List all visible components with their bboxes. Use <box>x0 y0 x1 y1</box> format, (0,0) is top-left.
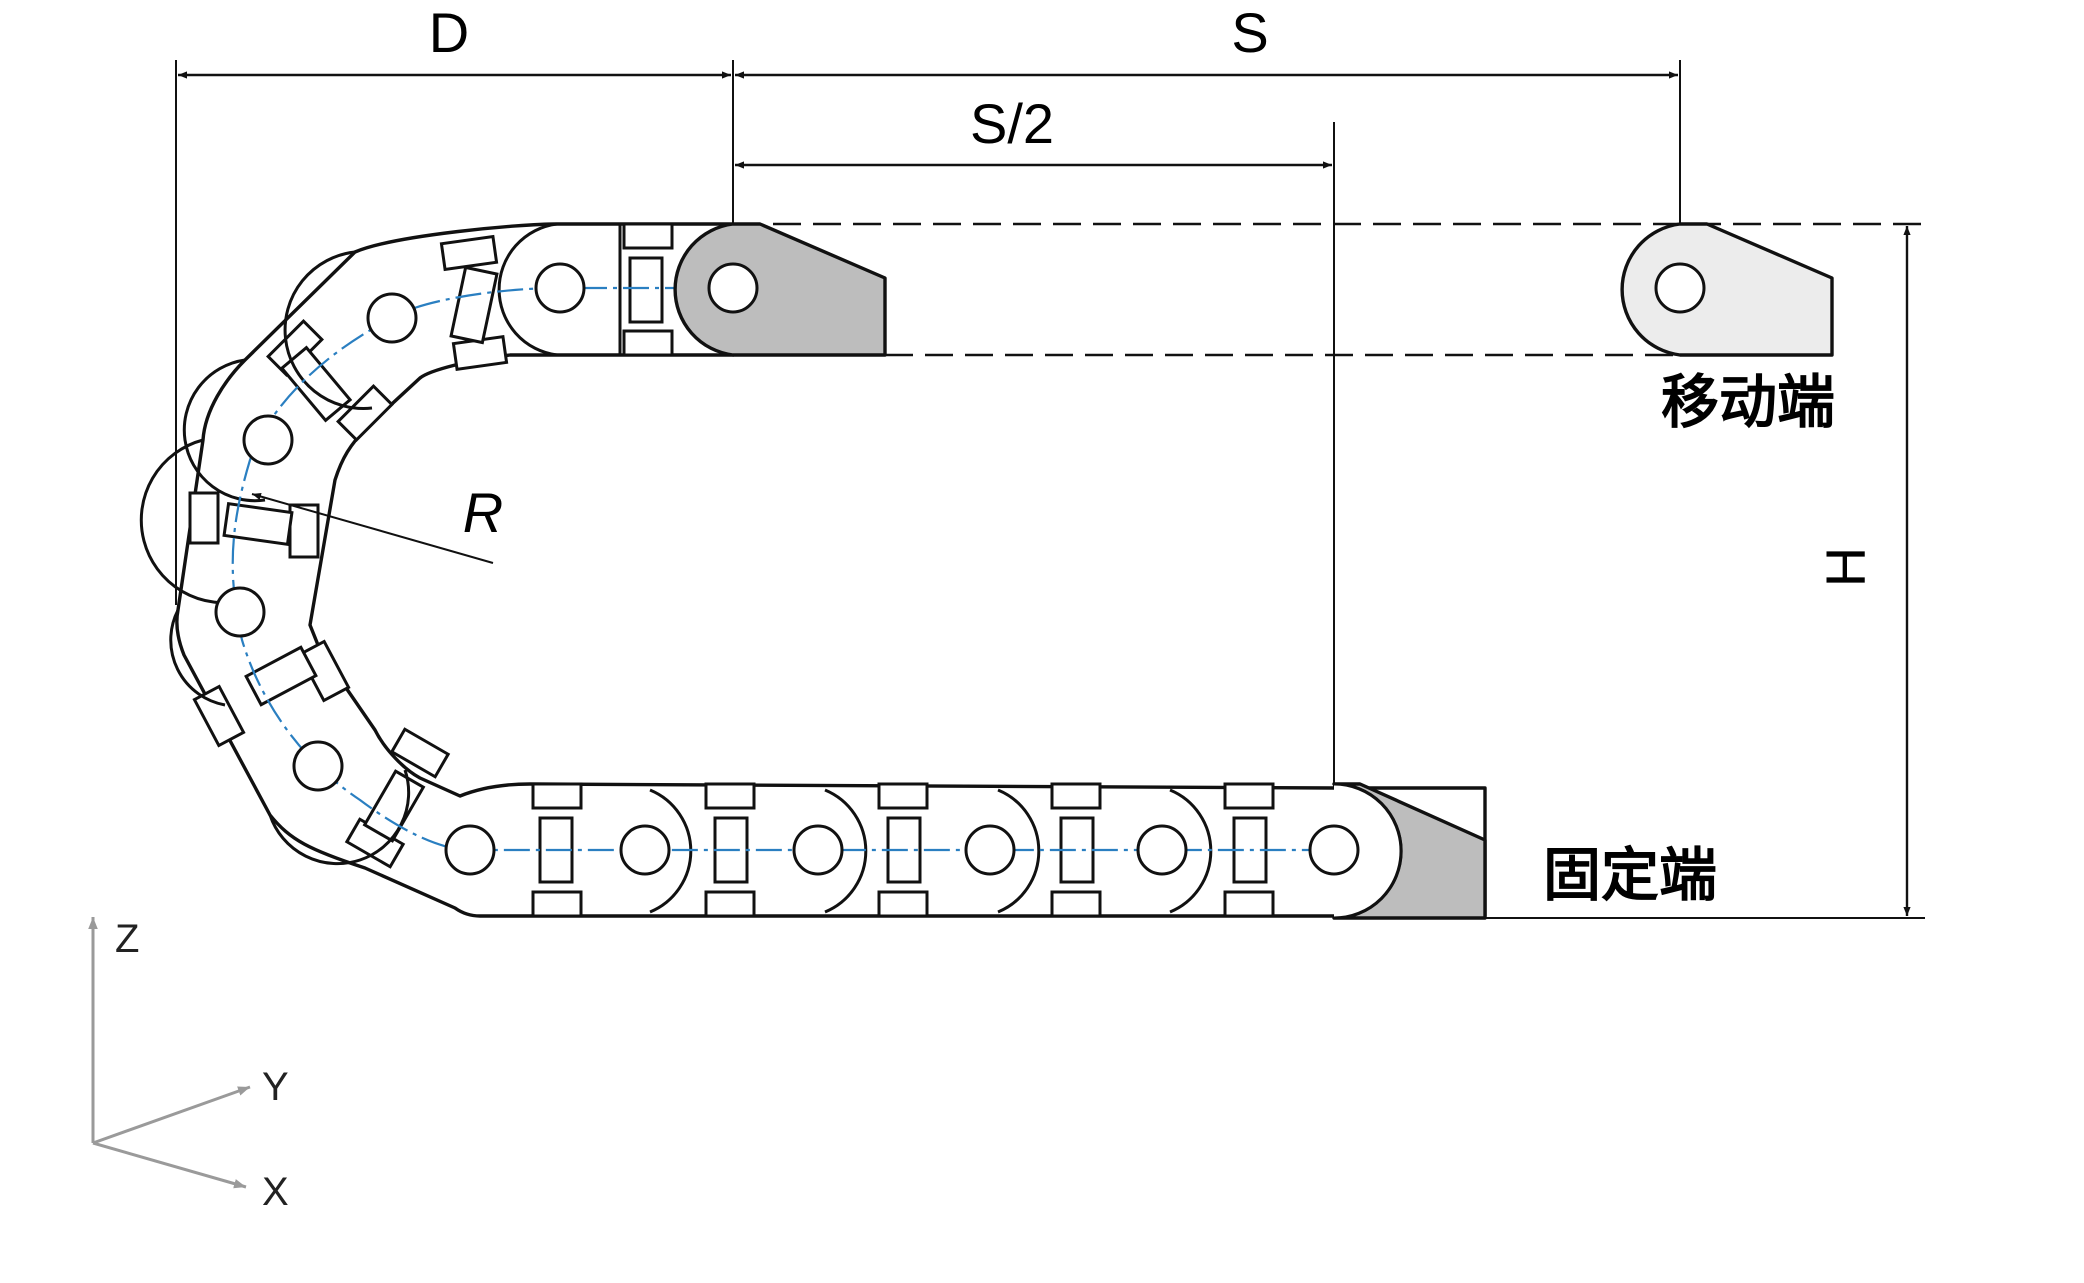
x-axis-label: X <box>262 1170 289 1214</box>
dimension-s-half-label: S/2 <box>970 92 1054 155</box>
moving-end-bracket-travelled <box>1620 222 1834 357</box>
bend-radius: R <box>251 481 503 564</box>
dimension-d: D <box>178 1 731 79</box>
bend-radius-label: R <box>463 481 503 544</box>
fixed-end-label: 固定端 <box>1543 841 1717 909</box>
x-axis-arrow <box>92 1141 247 1189</box>
coordinate-axes: Z Y X <box>88 917 289 1214</box>
dimension-s-half: S/2 <box>735 92 1332 169</box>
y-axis-arrow <box>92 1085 251 1145</box>
dimension-d-label: D <box>429 1 469 64</box>
dimension-h: H <box>1814 226 1911 916</box>
moving-end-bracket <box>673 222 887 357</box>
fixed-end-bracket <box>1308 782 1487 920</box>
moving-end-label: 移动端 <box>1661 368 1835 436</box>
dimension-h-label: H <box>1814 547 1877 587</box>
chain-pins <box>214 262 1188 876</box>
extension-lines <box>175 60 1925 919</box>
chain-neutral-line <box>231 286 1334 852</box>
z-axis-label: Z <box>115 917 139 961</box>
dimension-s-label: S <box>1231 1 1268 64</box>
dimension-s: S <box>735 1 1678 79</box>
y-axis-label: Y <box>262 1065 289 1109</box>
